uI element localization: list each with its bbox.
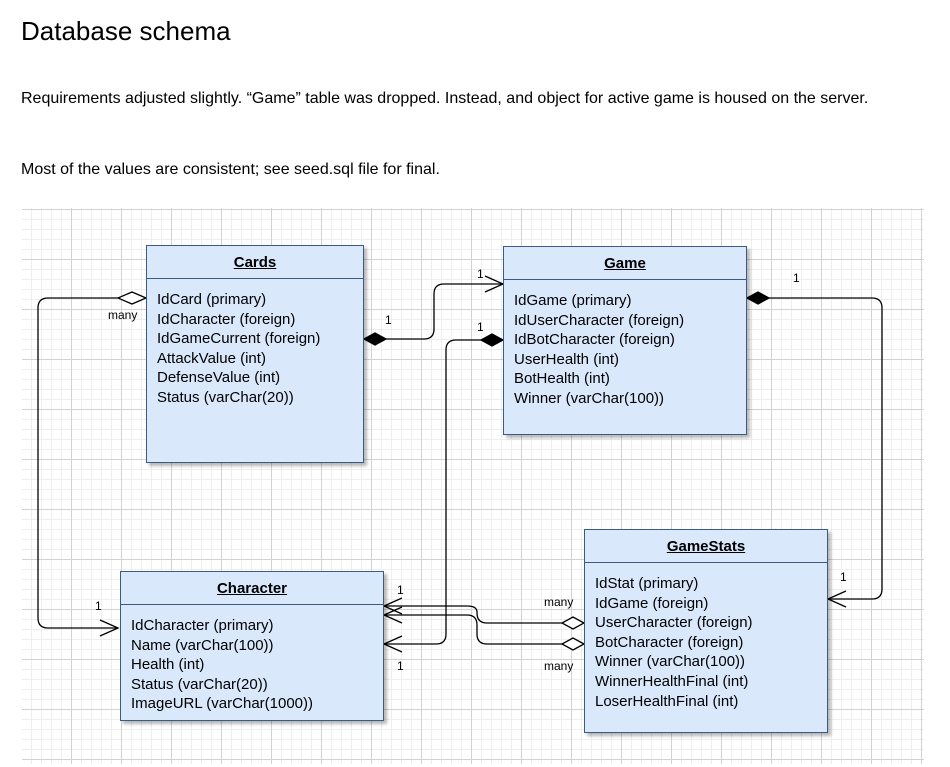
- label-gamestats-one-right: 1: [840, 570, 847, 584]
- arrowhead-character-left: [99, 619, 120, 637]
- entity-character-title: Character: [121, 572, 383, 605]
- entity-game[interactable]: Game IdGame (primary) IdUserCharacter (f…: [503, 246, 747, 435]
- field-gamestats-0: IdStat (primary): [595, 575, 699, 592]
- field-game-3: UserHealth (int): [514, 350, 620, 368]
- field-character-2: Health (int): [131, 656, 205, 674]
- entity-gamestats-title: GameStats: [585, 530, 827, 563]
- hollow-diamond-bot-character: [560, 637, 586, 651]
- field-gamestats-1: IdGame (foreign): [595, 594, 709, 612]
- field-cards-0: IdCard (primary): [157, 291, 267, 308]
- field-cards-5: Status (varChar(20)): [157, 388, 294, 406]
- field-gamestats-5: WinnerHealthFinal (int): [595, 672, 749, 690]
- seed-note: Most of the values are consistent; see s…: [21, 161, 440, 178]
- label-gamestats-many-bottom: many: [544, 659, 574, 673]
- label-character-one-top: 1: [397, 583, 404, 597]
- entity-gamestats[interactable]: GameStats IdStat (primary) IdGame (forei…: [584, 529, 828, 733]
- hollow-diamond-user-character: [560, 616, 586, 630]
- connector-gamestats-bot-character[interactable]: [384, 614, 562, 645]
- field-gamestats-6: LoserHealthFinal (int): [595, 692, 739, 710]
- field-cards-4: DefenseValue (int): [157, 369, 281, 387]
- arrowhead-character-top-a: [382, 597, 403, 615]
- field-gamestats-2: UserCharacter (foreign): [595, 614, 753, 632]
- field-game-0: IdGame (primary): [514, 292, 632, 309]
- connector-cards-game[interactable]: [386, 283, 503, 340]
- field-game-4: BotHealth (int): [514, 370, 610, 388]
- arrowhead-character-top-b: [382, 606, 403, 624]
- label-cards-many: many: [108, 308, 138, 322]
- page-title: Database schema: [21, 16, 231, 46]
- entity-character[interactable]: Character IdCharacter (primary) Name (va…: [120, 571, 384, 721]
- filled-diamond-game-gamestats: [745, 291, 771, 305]
- requirements-note: Requirements adjusted slightly. “Game” t…: [21, 90, 869, 107]
- entity-cards-fields: IdCard (primary) IdCharacter (foreign) I…: [147, 279, 363, 408]
- arrowhead-gamestats-right: [826, 590, 847, 608]
- label-gamestats-many-top: many: [544, 595, 574, 609]
- entity-cards-title: Cards: [147, 246, 363, 279]
- label-game-character-source: 1: [477, 320, 484, 334]
- field-game-5: Winner (varChar(100)): [514, 389, 665, 407]
- label-character-one-left: 1: [95, 599, 102, 613]
- connector-cards-character[interactable]: [37, 297, 118, 629]
- field-character-1: Name (varChar(100)): [131, 636, 274, 654]
- entity-character-fields: IdCharacter (primary) Name (varChar(100)…: [121, 605, 383, 714]
- field-game-2: IdBotCharacter (foreign): [514, 331, 675, 349]
- field-game-1: IdUserCharacter (foreign): [514, 311, 685, 329]
- connector-game-gamestats[interactable]: [769, 297, 883, 600]
- connector-game-character[interactable]: [384, 339, 481, 645]
- field-gamestats-4: Winner (varChar(100)): [595, 653, 746, 671]
- arrowhead-character-bottom: [382, 635, 403, 653]
- entity-cards[interactable]: Cards IdCard (primary) IdCharacter (fore…: [146, 245, 364, 463]
- field-cards-3: AttackValue (int): [157, 349, 266, 367]
- filled-diamond-game-character: [479, 333, 505, 347]
- entity-game-title: Game: [504, 247, 746, 280]
- connector-gamestats-user-character[interactable]: [384, 605, 562, 624]
- label-cards-game-source: 1: [385, 313, 392, 327]
- field-gamestats-3: BotCharacter (foreign): [595, 633, 744, 651]
- field-cards-1: IdCharacter (foreign): [157, 310, 296, 328]
- entity-game-fields: IdGame (primary) IdUserCharacter (foreig…: [504, 280, 746, 409]
- filled-diamond-cards-game: [362, 332, 388, 346]
- hollow-diamond-cards-character: [116, 291, 148, 305]
- field-cards-2: IdGameCurrent (foreign): [157, 330, 321, 348]
- field-character-4: ImageURL (varChar(1000)): [131, 695, 314, 713]
- label-cards-game-target: 1: [477, 267, 484, 281]
- field-character-0: IdCharacter (primary): [131, 617, 274, 634]
- label-character-one-bottom: 1: [397, 659, 404, 673]
- entity-gamestats-fields: IdStat (primary) IdGame (foreign) UserCh…: [585, 563, 827, 711]
- label-game-gamestats-source: 1: [793, 271, 800, 285]
- field-character-3: Status (varChar(20)): [131, 675, 268, 693]
